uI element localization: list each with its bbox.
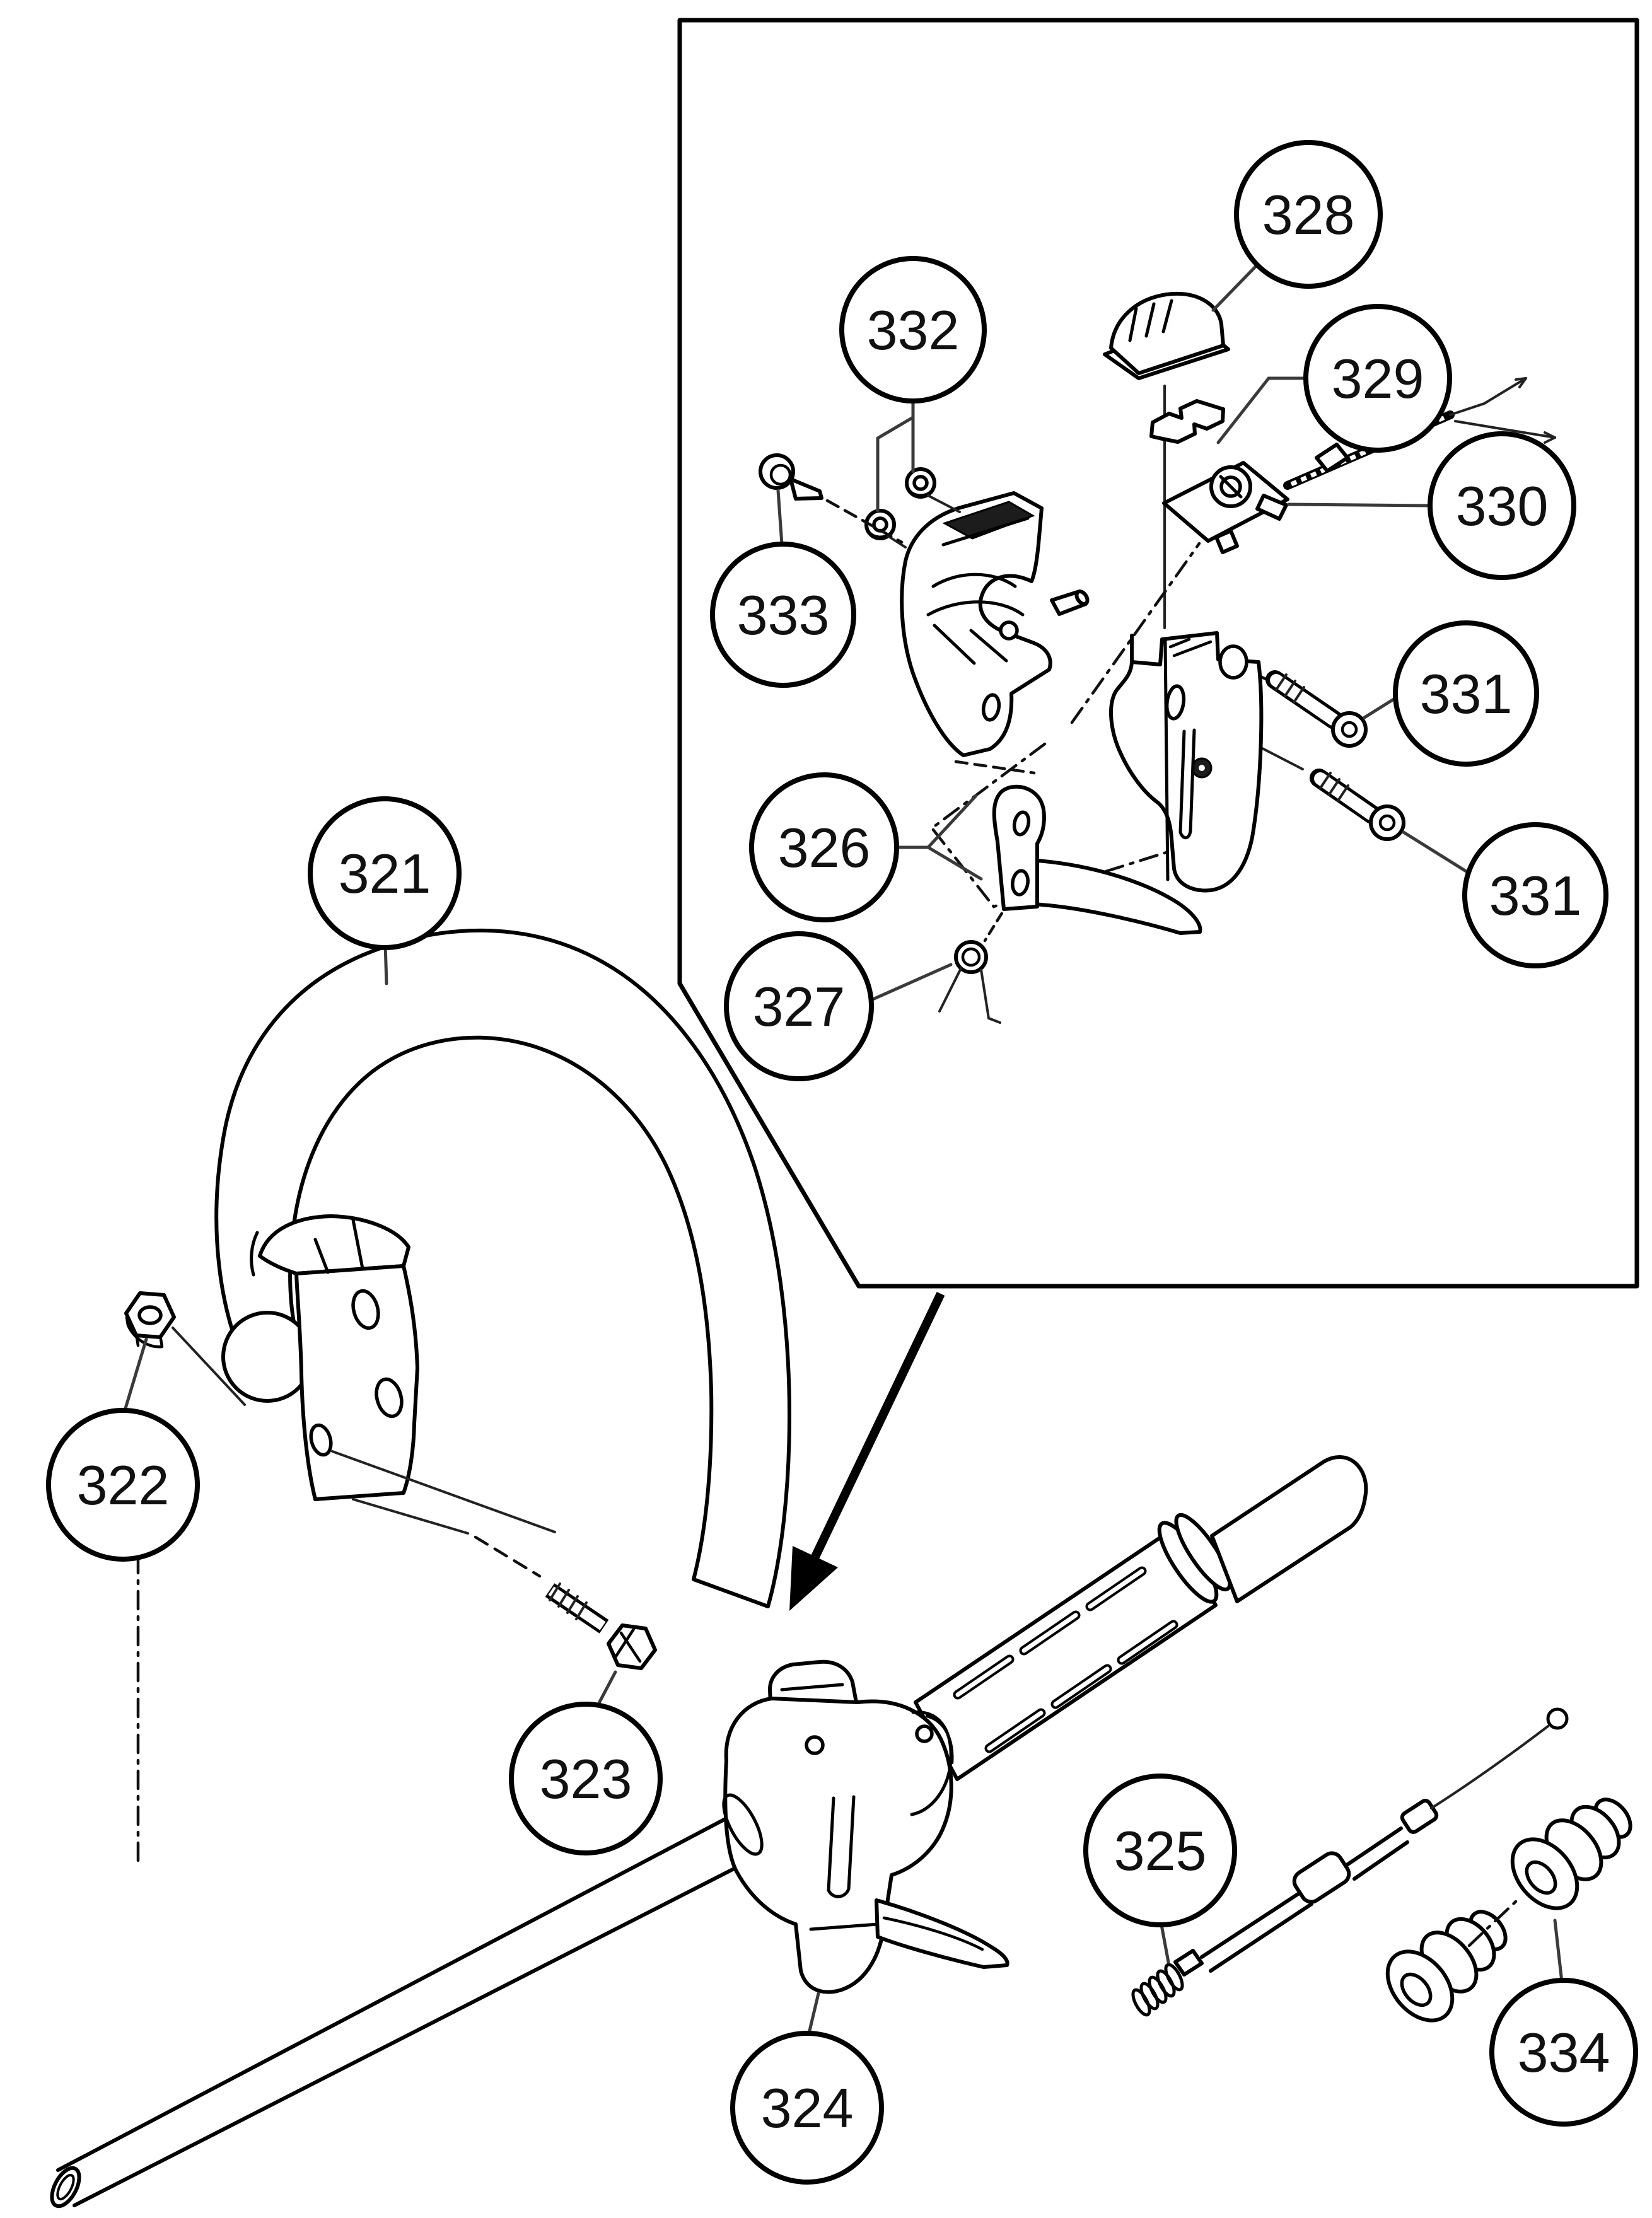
cable-coil: [1131, 1963, 1184, 2017]
callout-label: 333: [737, 584, 830, 646]
left-housing-half: [900, 491, 1090, 775]
callouts: 321 322 323 324 325 326: [46, 140, 1638, 2185]
callout-label: 331: [1420, 663, 1513, 725]
callout-label: 323: [540, 1748, 632, 1810]
callout-324: 324: [730, 1992, 884, 2185]
callout-label: 334: [1518, 2021, 1610, 2084]
callout-321: 321: [308, 796, 462, 985]
right-housing-half: [1109, 631, 1264, 893]
callout-331-upper: 331: [1363, 620, 1539, 767]
callout-label: 328: [1262, 183, 1355, 246]
drive-shaft: [50, 1518, 768, 2209]
callout-label: 326: [778, 816, 871, 879]
torsion-spring-part: [938, 940, 1001, 1024]
callout-333: 333: [710, 489, 856, 688]
switch-clip-part: [1149, 399, 1225, 444]
housing-screw-lower: [1310, 769, 1405, 841]
handle-grip: [914, 1455, 1368, 1781]
callout-332: 332: [839, 256, 987, 513]
callout-334: 334: [1489, 1919, 1638, 2127]
callout-label: 324: [761, 2077, 854, 2139]
callout-326: 326: [749, 772, 983, 922]
callout-label: 322: [77, 1454, 170, 1516]
callout-label: 330: [1456, 475, 1549, 537]
main-view: [50, 928, 1632, 2209]
callout-329: 329: [1216, 304, 1452, 453]
throttle-cable: [1131, 1707, 1569, 2017]
tapping-screw-part: [759, 453, 904, 544]
shaft-grommets: [1385, 1797, 1632, 2023]
handle-clamp: [221, 1214, 556, 1535]
callout-323: 323: [509, 1670, 663, 1855]
callout-label: 327: [753, 975, 846, 1038]
callout-325: 325: [1083, 1774, 1237, 1964]
housing-nuts-part: [864, 467, 961, 549]
callout-330: 330: [1287, 431, 1576, 580]
clamp-nut: [124, 1291, 246, 1406]
callout-327: 327: [724, 931, 953, 1081]
switch-button-part: [1103, 292, 1230, 380]
housing-screw-upper: [1265, 670, 1368, 748]
callout-label: 329: [1332, 347, 1424, 410]
inset-box-outline: [677, 18, 1639, 1289]
callout-label: 321: [339, 842, 431, 905]
throttle-housing: [722, 1659, 1009, 1994]
callout-label: 331: [1489, 864, 1582, 927]
throttle-lever-part: [992, 784, 1202, 935]
callout-331-lower: 331: [1402, 822, 1608, 968]
detail-inset: [677, 18, 1639, 1289]
assembly-arrow: [789, 1291, 945, 1611]
loop-handle: [214, 928, 791, 1608]
callout-322: 322: [46, 1337, 200, 1562]
grip-ribs: [953, 1566, 1178, 1753]
callout-328: 328: [1211, 140, 1383, 312]
callout-label: 332: [867, 299, 960, 361]
callout-label: 325: [1114, 1820, 1207, 1882]
clamp-bolt: [474, 1535, 657, 1670]
